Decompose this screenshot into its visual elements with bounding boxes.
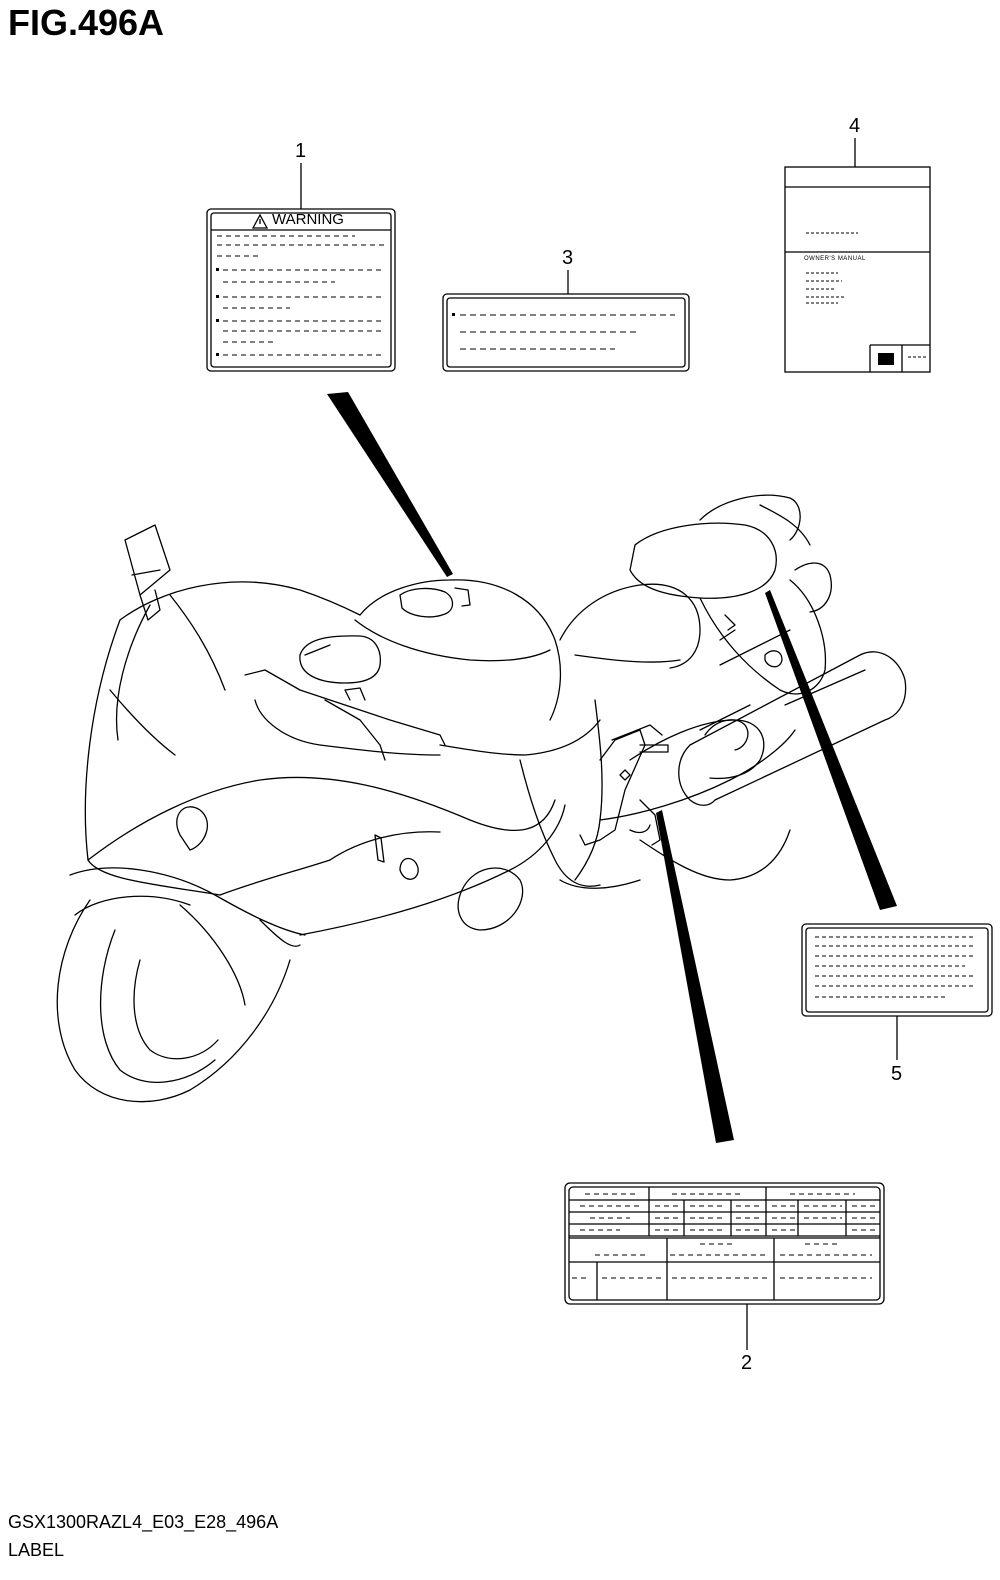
callout-3: 3 [562,247,574,269]
callout-4: 4 [849,115,861,137]
warning-label-part [206,208,396,372]
callout-1: 1 [295,140,307,162]
warning-triangle-icon [251,213,269,229]
motorcycle-illustration [56,494,907,1103]
warning-label-heading: WARNING [272,211,344,228]
spec-label-part [564,1182,885,1305]
owners-manual-text: OWNER'S MANUAL [804,256,866,262]
suzuki-logo-icon [878,353,894,365]
pointer-wedges [327,392,897,1143]
owners-manual-part [784,166,931,373]
label-part-5 [801,923,993,1017]
figure-name: LABEL [8,1540,65,1560]
label-part-3 [442,293,690,372]
figure-code: GSX1300RAZL4_E03_E28_496A [8,1512,279,1532]
figure-title: FIG.496A [8,2,165,43]
callout-2: 2 [741,1352,753,1374]
callout-5: 5 [891,1063,903,1085]
